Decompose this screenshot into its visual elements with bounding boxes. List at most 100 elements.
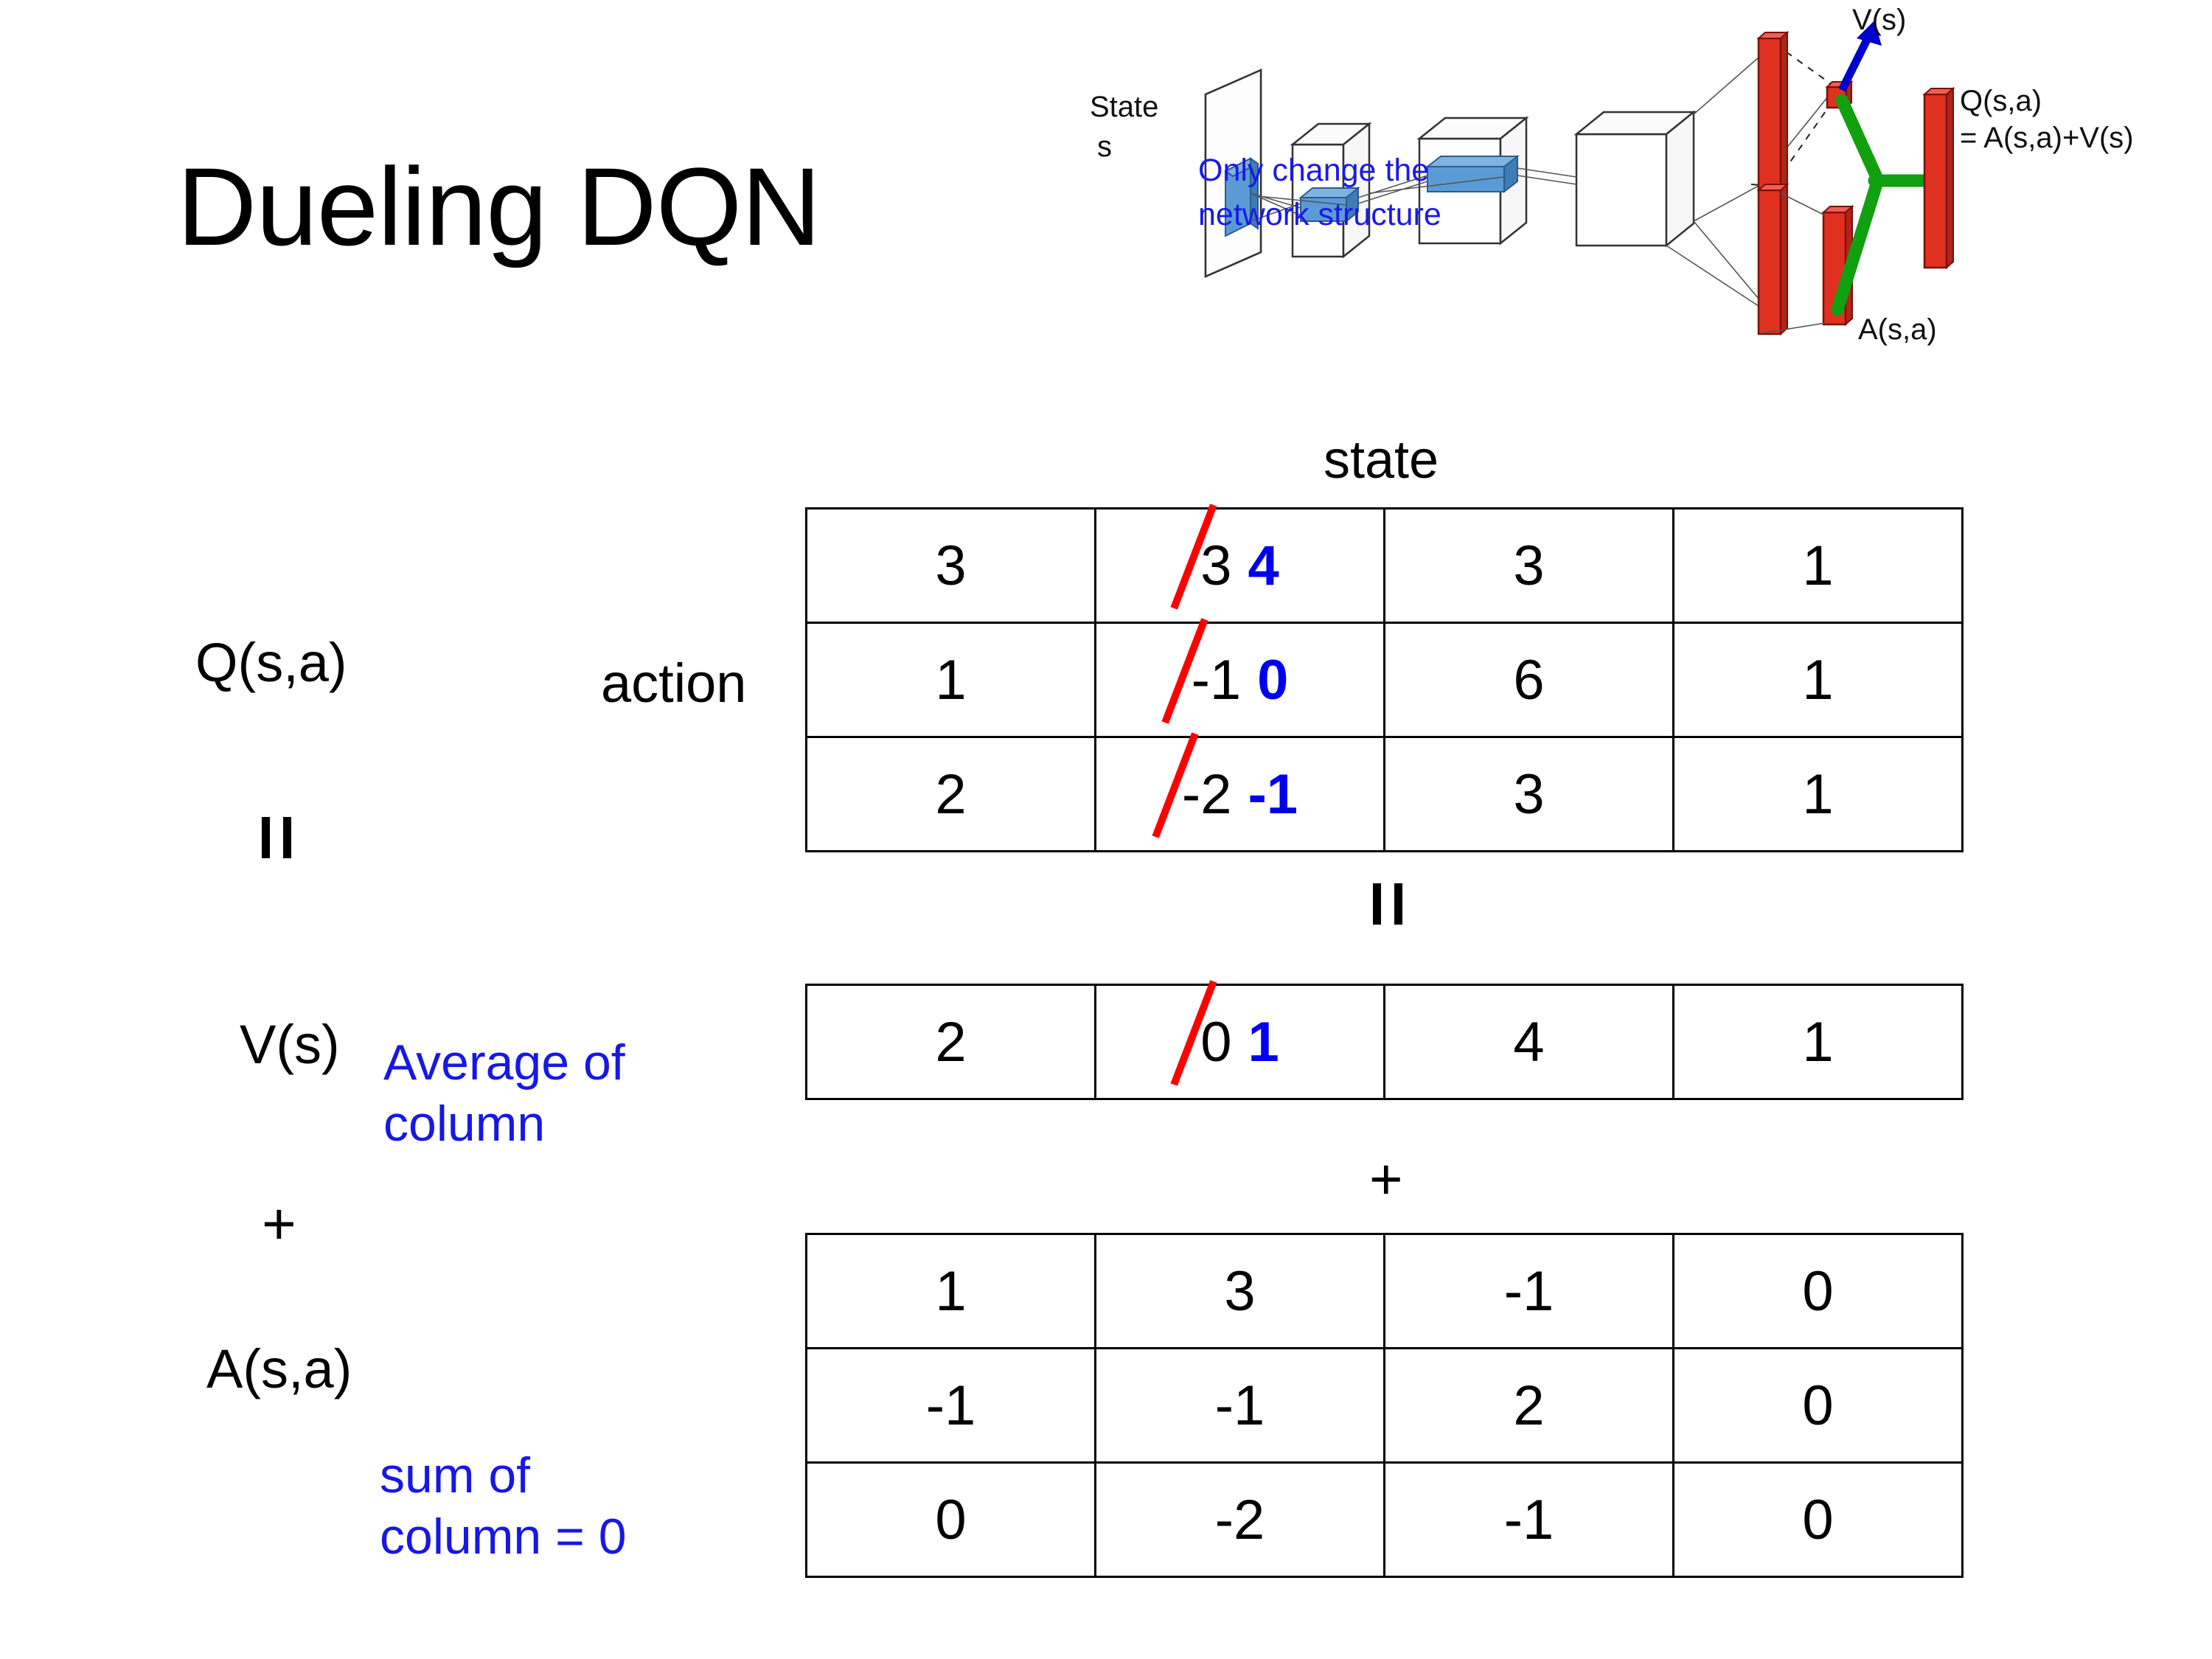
a-value-table: 1 3 -1 0 -1 -1 2 0 0 -2 -1 0 bbox=[805, 1233, 1964, 1578]
cell-value: 3 bbox=[1224, 1259, 1256, 1323]
table-cell: -1 bbox=[805, 1347, 1096, 1464]
table-cell: 1 bbox=[805, 622, 1096, 738]
table-cell: 3 bbox=[1383, 507, 1674, 624]
table-cell: 3 bbox=[1383, 736, 1674, 852]
table-cell: 1 bbox=[1672, 984, 1964, 1100]
table-cell: 0 bbox=[805, 1461, 1096, 1578]
plus-glyph: + bbox=[262, 1191, 296, 1256]
table-cell: 0 bbox=[1672, 1233, 1964, 1349]
corrected-value: 4 bbox=[1248, 534, 1279, 597]
corrected-value: 1 bbox=[1248, 1010, 1279, 1074]
advantage-fan-lines bbox=[1760, 192, 1826, 334]
cell-value: -2 bbox=[1214, 1488, 1265, 1551]
input-filter-icon bbox=[1224, 157, 1259, 237]
cell-value: -1 bbox=[925, 1374, 976, 1437]
table-cell: -2 bbox=[1094, 1461, 1385, 1578]
struck-value: -1 bbox=[1161, 617, 1241, 724]
state-label-line1: State bbox=[1090, 91, 1158, 123]
q-function-label: Q(s,a) bbox=[195, 632, 347, 693]
table-cell: 2 bbox=[805, 736, 1096, 852]
conv-layer-3-icon bbox=[1573, 110, 1697, 248]
value-output-arrow-icon bbox=[1838, 21, 1882, 92]
sum-of-column-note: sum of column = 0 bbox=[380, 1445, 627, 1568]
table-cell: 6 bbox=[1383, 622, 1674, 738]
state-label-line2: s bbox=[1097, 131, 1112, 163]
cell-value: 0 bbox=[1802, 1374, 1834, 1437]
strikethrough-mark bbox=[1170, 503, 1217, 610]
equals-glyph-center bbox=[1373, 883, 1402, 925]
cell-value: 1 bbox=[1802, 1010, 1834, 1074]
value-stream-bar-icon bbox=[1756, 30, 1790, 192]
table-cell: 2 bbox=[1383, 1347, 1674, 1464]
cell-value: 3 bbox=[1513, 762, 1545, 826]
table-cell: -1 bbox=[1383, 1233, 1674, 1349]
cell-value: 1 bbox=[1802, 648, 1834, 712]
table-row: 2 -2-1 3 1 bbox=[805, 731, 1964, 852]
strikethrough-mark bbox=[1161, 617, 1208, 724]
advantage-output-label: A(s,a) bbox=[1858, 313, 1937, 346]
corrected-value: -1 bbox=[1248, 762, 1298, 826]
average-note-line1: Average of bbox=[383, 1034, 625, 1091]
cell-value: 2 bbox=[935, 762, 967, 826]
table-cell: 1 bbox=[1672, 507, 1964, 624]
table-cell: 1 bbox=[805, 1233, 1096, 1349]
average-note-line2: column bbox=[383, 1095, 546, 1152]
action-axis-label: action bbox=[601, 653, 747, 714]
a-function-label: A(s,a) bbox=[206, 1338, 352, 1399]
table-cell: 3 bbox=[1094, 1233, 1385, 1349]
average-of-column-note: Average of column bbox=[383, 1032, 625, 1155]
sum-note-line1: sum of bbox=[380, 1447, 531, 1503]
plus-sign-center: + bbox=[1369, 1147, 1403, 1211]
strikethrough-mark bbox=[1152, 731, 1199, 838]
corrected-value: 0 bbox=[1257, 648, 1289, 712]
equals-glyph bbox=[262, 817, 291, 858]
dueling-network-diagram: State s V(s) A(s,a) Q(s,a) = A(s,a)+V(s)… bbox=[1084, 0, 2212, 413]
cell-value: 3 bbox=[1513, 534, 1545, 597]
equals-sign-center bbox=[1373, 883, 1402, 925]
cell-value: 1 bbox=[1802, 762, 1834, 826]
struck-value: -2 bbox=[1152, 731, 1232, 838]
cell-value: 4 bbox=[1513, 1010, 1545, 1074]
cell-value: 3 bbox=[935, 534, 967, 597]
table-cell: -1 bbox=[1383, 1461, 1674, 1578]
cell-value: -1 bbox=[1503, 1259, 1554, 1323]
table-row: -1 -1 2 0 bbox=[805, 1347, 1964, 1464]
table-cell: -2-1 bbox=[1094, 731, 1385, 852]
advantage-stream-bar-icon bbox=[1756, 182, 1790, 336]
cell-value: 2 bbox=[1513, 1374, 1545, 1437]
strikethrough-mark bbox=[1170, 979, 1217, 1086]
table-cell: 2 bbox=[805, 984, 1096, 1100]
table-cell: 0 bbox=[1672, 1347, 1964, 1464]
table-row: 1 3 -1 0 bbox=[805, 1233, 1964, 1349]
conv-filter-2-icon bbox=[1425, 154, 1520, 194]
q-output-label-line2: = A(s,a)+V(s) bbox=[1960, 122, 2134, 154]
sum-note-line2: column = 0 bbox=[380, 1508, 627, 1565]
q-output-bar-icon bbox=[1922, 86, 1955, 270]
page-title: Dueling DQN bbox=[177, 145, 821, 268]
table-row: 0 -2 -1 0 bbox=[805, 1461, 1964, 1578]
cell-value: -1 bbox=[1214, 1374, 1265, 1437]
v-function-label: V(s) bbox=[240, 1014, 340, 1075]
struck-value: 3 bbox=[1170, 503, 1232, 610]
q-output-label-line1: Q(s,a) bbox=[1960, 85, 2042, 117]
cell-value: 0 bbox=[1802, 1259, 1834, 1323]
cell-value: 0 bbox=[1802, 1488, 1834, 1551]
equals-sign-left bbox=[262, 817, 291, 858]
cell-value: 0 bbox=[935, 1488, 967, 1551]
table-cell: 0 bbox=[1672, 1461, 1964, 1578]
cell-value: 6 bbox=[1513, 648, 1545, 712]
table-cell: 4 bbox=[1383, 984, 1674, 1100]
value-output-label: V(s) bbox=[1852, 4, 1906, 36]
table-cell: 1 bbox=[1672, 736, 1964, 852]
cell-value: 1 bbox=[1802, 534, 1834, 597]
diagram-note-line1: Only change the bbox=[1198, 153, 1429, 188]
table-cell: 1 bbox=[1672, 622, 1964, 738]
